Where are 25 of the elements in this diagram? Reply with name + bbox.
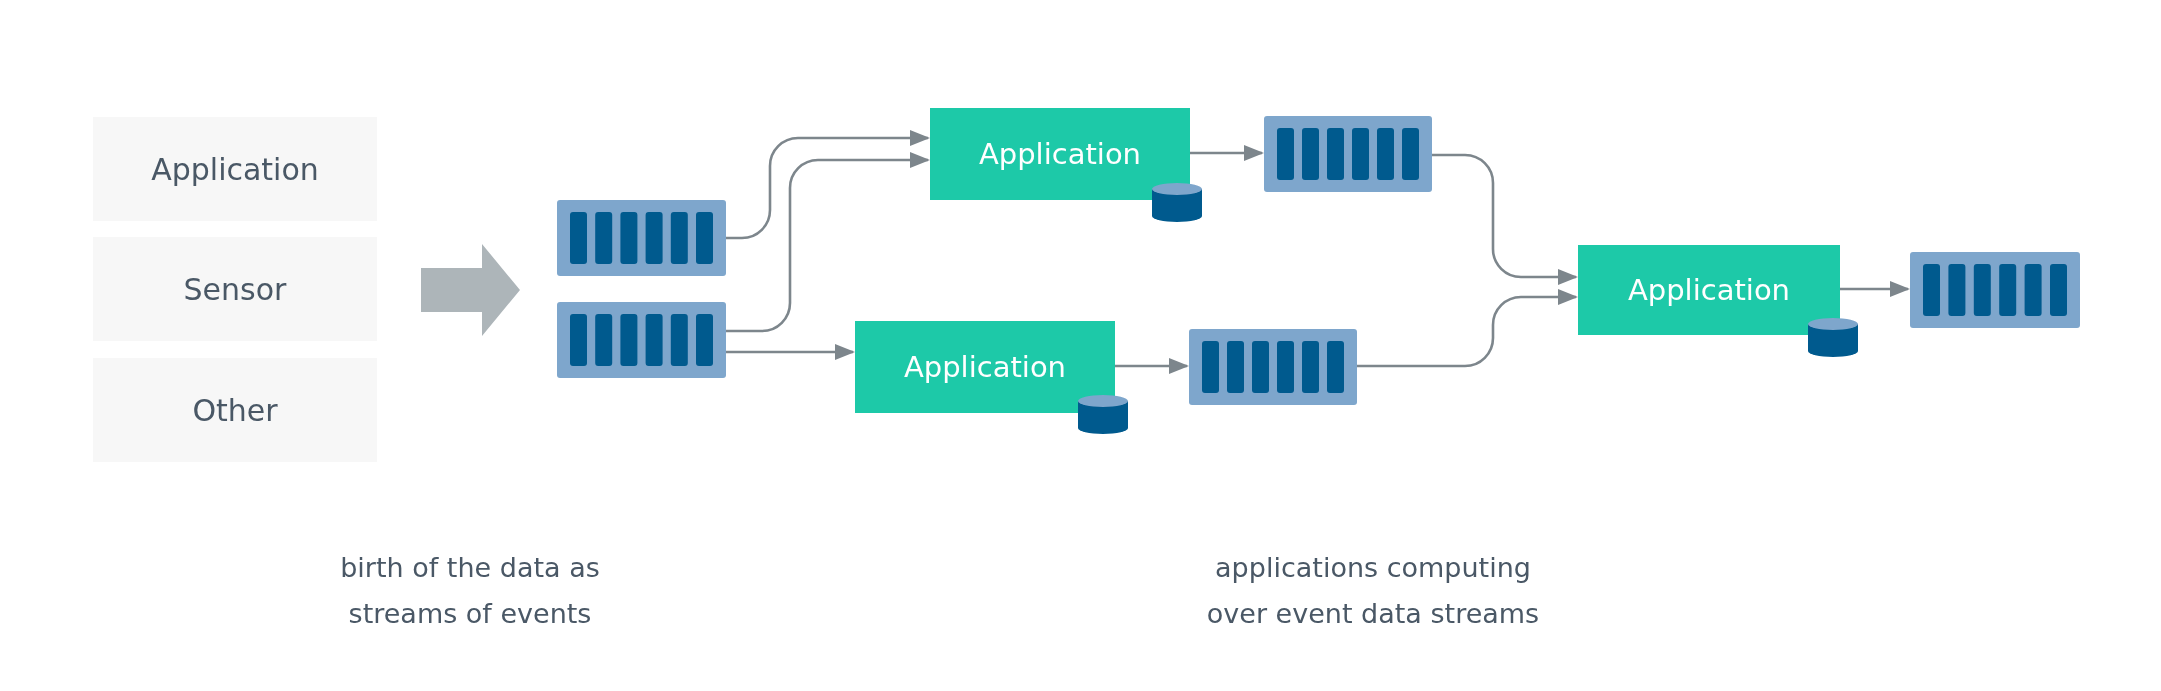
node-label: Application bbox=[978, 137, 1141, 171]
arrow bbox=[726, 130, 930, 240]
arrow bbox=[1190, 145, 1264, 161]
node-label: Application bbox=[151, 151, 319, 187]
caption: applications computing over event data streams bbox=[1205, 551, 1541, 631]
arrow bbox=[1115, 358, 1189, 374]
application-box bbox=[1578, 245, 1840, 335]
event-queue-drawing bbox=[1910, 252, 2080, 328]
arrow bbox=[1840, 281, 1910, 297]
node-label: Application bbox=[903, 350, 1066, 384]
arrow bbox=[726, 344, 855, 360]
event-queue-drawing bbox=[557, 200, 726, 276]
block-arrow bbox=[421, 244, 520, 336]
arrow bbox=[1432, 153, 1578, 285]
node-label: Other bbox=[192, 392, 278, 428]
event-queue-drawing bbox=[557, 302, 726, 378]
application-box bbox=[855, 321, 1115, 413]
event-queue-drawing bbox=[1189, 329, 1357, 405]
event-queue-drawing bbox=[1264, 116, 1432, 192]
caption: birth of the data as streams of events bbox=[339, 551, 601, 631]
arrow bbox=[726, 152, 930, 333]
arrow bbox=[1357, 289, 1578, 368]
node-label: Application bbox=[1627, 273, 1790, 307]
node-label: Sensor bbox=[183, 271, 287, 307]
application-box bbox=[930, 108, 1190, 200]
